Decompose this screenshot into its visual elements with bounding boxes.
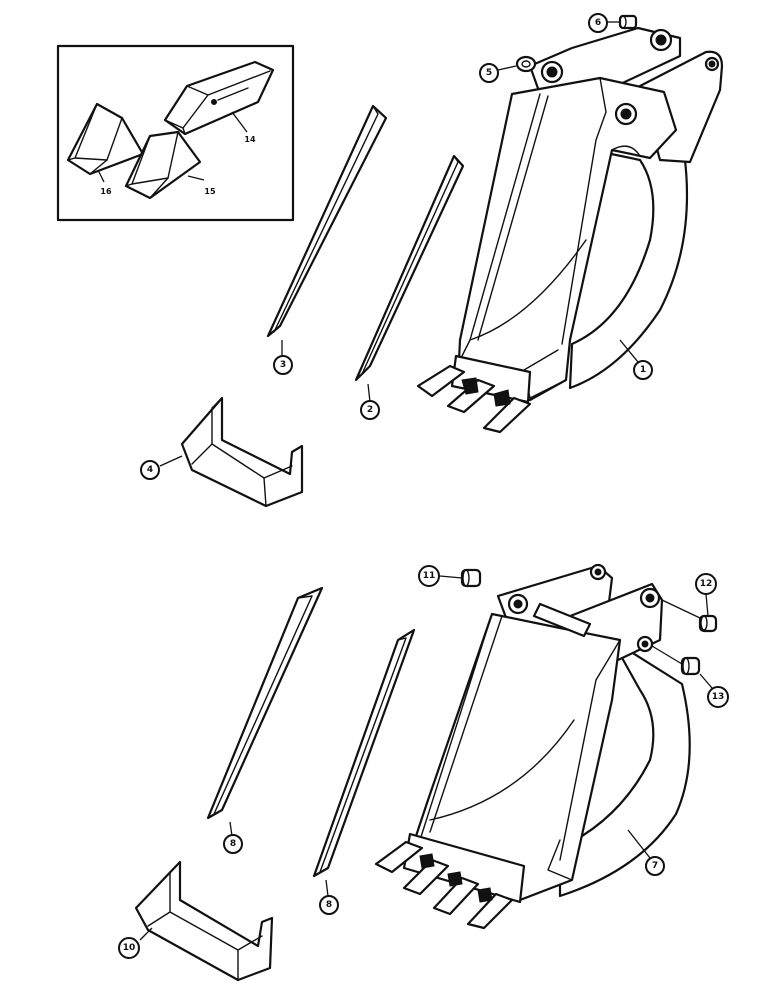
tooth-15: 15: [124, 130, 216, 200]
svg-text:8: 8: [326, 900, 332, 910]
callout-7: 7: [645, 856, 665, 876]
svg-text:1: 1: [640, 365, 646, 375]
bushing-11: [439, 568, 482, 588]
wear-plate-4: [159, 396, 304, 508]
svg-text:8: 8: [230, 839, 236, 849]
svg-text:7: 7: [652, 861, 658, 871]
callout-3: 3: [273, 355, 293, 375]
bushing-6: [607, 14, 638, 30]
callout-6: 6: [588, 13, 608, 33]
side-cutter-8: [312, 628, 416, 897]
label-14: 14: [244, 135, 256, 144]
callout-5: 5: [479, 63, 499, 83]
callout-10: 10: [118, 937, 140, 959]
wear-plate-10: [134, 860, 274, 982]
inset-teeth-box: 14 16 15: [56, 44, 295, 222]
svg-text:13: 13: [712, 692, 725, 702]
svg-text:4: 4: [147, 465, 153, 475]
callout-11: 11: [418, 565, 440, 587]
label-16: 16: [100, 187, 112, 196]
callout-8-lower: 8: [319, 895, 339, 915]
svg-text:11: 11: [423, 571, 436, 581]
svg-text:6: 6: [595, 18, 601, 28]
side-cutter-3: [266, 104, 388, 356]
callout-13: 13: [707, 686, 729, 708]
bushing-5: [497, 55, 537, 73]
callout-8-upper: 8: [223, 834, 243, 854]
side-cutter-2: [354, 154, 465, 403]
bucket-1: [416, 26, 724, 434]
tooth-16: 16: [66, 102, 145, 196]
side-cutter-9: [206, 586, 324, 837]
label-15: 15: [204, 187, 216, 196]
bucket-7: [374, 563, 691, 930]
bushing-12: [698, 593, 718, 633]
tooth-adapter-14: 14: [163, 60, 275, 144]
svg-text:5: 5: [486, 68, 492, 78]
callout-12: 12: [695, 573, 717, 595]
callout-4: 4: [140, 460, 160, 480]
callout-2: 2: [360, 400, 380, 420]
svg-text:10: 10: [123, 943, 136, 953]
svg-text:12: 12: [700, 579, 713, 589]
svg-text:3: 3: [280, 360, 286, 370]
callout-1: 1: [633, 360, 653, 380]
bushing-13: [680, 656, 713, 689]
svg-text:2: 2: [367, 405, 373, 415]
